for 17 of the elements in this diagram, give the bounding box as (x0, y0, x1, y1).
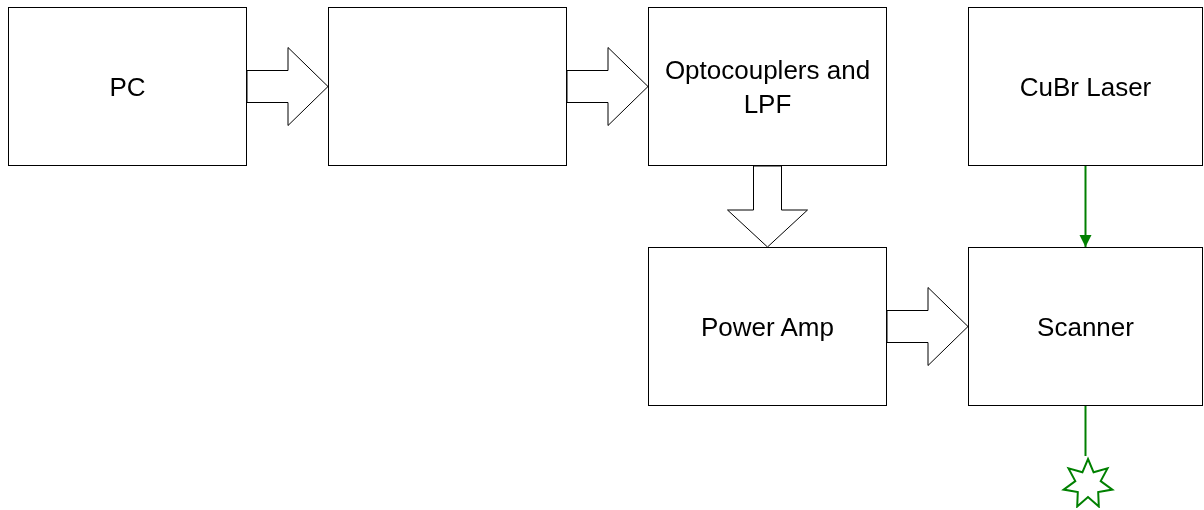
block-label: Scanner (1037, 310, 1134, 344)
block-label: CuBr Laser (1019, 70, 1152, 104)
star-icon (1060, 456, 1116, 508)
block-box (328, 7, 567, 166)
block-arrow (886, 287, 969, 366)
block-box (968, 247, 1203, 406)
block-arrow (566, 47, 649, 126)
block-box (648, 247, 887, 406)
block-box (968, 7, 1203, 166)
block-label: Power Amp (701, 310, 834, 344)
block-label: PC (109, 70, 146, 104)
block-box (648, 7, 887, 166)
block-box (8, 7, 247, 166)
arrow (1079, 165, 1092, 248)
block-label: Optocouplers and LPF (663, 53, 872, 121)
block-arrow (727, 165, 808, 248)
block-arrow (246, 47, 329, 126)
